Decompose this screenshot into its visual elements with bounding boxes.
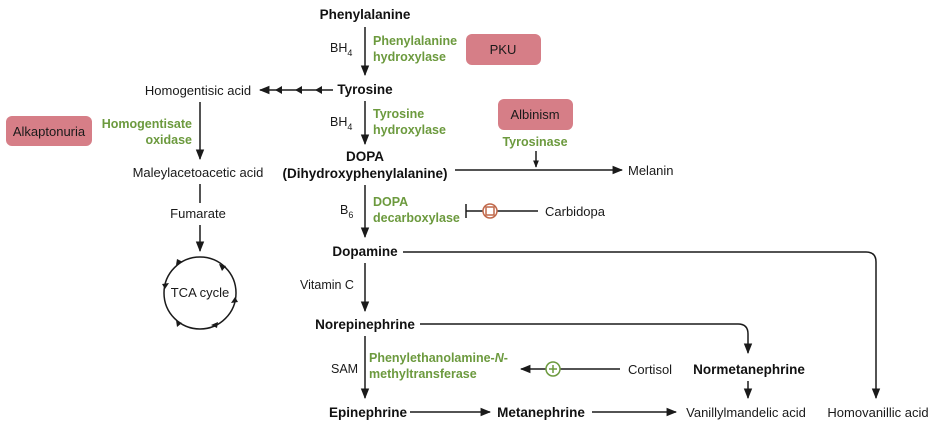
cofactor-bh4-tyr: BH4 (330, 115, 352, 132)
arrow-norepinephrine-to-normetanephrine (420, 323, 753, 355)
vanillylmandelic-acid: Vanillylmandelic acid (686, 405, 806, 420)
arrow-chevron-2 (295, 86, 302, 94)
metabolite-metanephrine: Metanephrine (497, 405, 585, 420)
metabolite-tyrosine: Tyrosine (337, 82, 393, 97)
homogentisic-acid: Homogentisic acid (145, 83, 251, 98)
enzyme-tyrosinase: Tyrosinase (502, 135, 567, 149)
enzyme-phenylalanine-hydroxylase-line2: hydroxylase (373, 50, 446, 64)
enzyme-phenylalanine-hydroxylase: Phenylalanine (373, 34, 457, 48)
arrow-chevron-3 (275, 86, 282, 94)
tca-cycle: TCA cycle (171, 285, 230, 300)
cortisol: Cortisol (628, 362, 672, 377)
metabolite-phenylalanine: Phenylalanine (320, 7, 411, 22)
enzyme-homogentisate-oxidase-line2: oxidase (145, 133, 192, 147)
metabolite-epinephrine: Epinephrine (329, 405, 407, 420)
inhibitor-minus-icon (485, 206, 495, 216)
cofactor-sam: SAM (331, 362, 358, 376)
metabolite-norepinephrine: Norepinephrine (315, 317, 415, 332)
albinism-box (498, 99, 573, 130)
arrow-chevron-1 (315, 86, 322, 94)
inhibitor-icon (482, 203, 498, 219)
enzyme-tyrosine-hydroxylase-line2: hydroxylase (373, 123, 446, 137)
disease-albinism: Albinism (510, 107, 559, 122)
carbidopa: Carbidopa (545, 204, 606, 219)
arrow-dopamine-to-homovanillic (403, 251, 881, 400)
metabolite-dopamine: Dopamine (332, 244, 398, 259)
disease-pku: PKU (490, 42, 517, 57)
pku-box (466, 34, 541, 65)
enzyme-dopa-decarboxylase: DOPA (373, 195, 408, 209)
maleylacetoacetic-acid: Maleylacetoacetic acid (133, 165, 264, 180)
metabolite-normetanephrine: Normetanephrine (693, 362, 805, 377)
tca-cycle-circle (163, 256, 237, 330)
metabolite-dopa-fullname: (Dihydroxyphenylalanine) (282, 166, 447, 181)
enzyme-dopa-decarboxylase-line2: decarboxylase (373, 211, 460, 225)
enzyme-homogentisate-oxidase: Homogentisate (102, 117, 192, 131)
cofactor-vitamin-c: Vitamin C (300, 278, 354, 292)
enzyme-pnmt-line2: methyltransferase (369, 367, 477, 381)
melanin: Melanin (628, 163, 674, 178)
enzyme-pnmt: Phenylethanolamine-N- (369, 351, 508, 365)
metabolite-dopa: DOPA (346, 149, 384, 164)
homovanillic-acid: Homovanillic acid (827, 405, 928, 420)
tca-cycle-arrowheads (162, 259, 238, 328)
disease-alkaptonuria: Alkaptonuria (13, 124, 86, 139)
cofactor-bh4-phe: BH4 (330, 41, 352, 58)
cofactor-b6: B6 (340, 203, 353, 220)
enzyme-tyrosine-hydroxylase: Tyrosine (373, 107, 424, 121)
fumarate: Fumarate (170, 206, 226, 221)
alkaptonuria-box (6, 116, 92, 146)
